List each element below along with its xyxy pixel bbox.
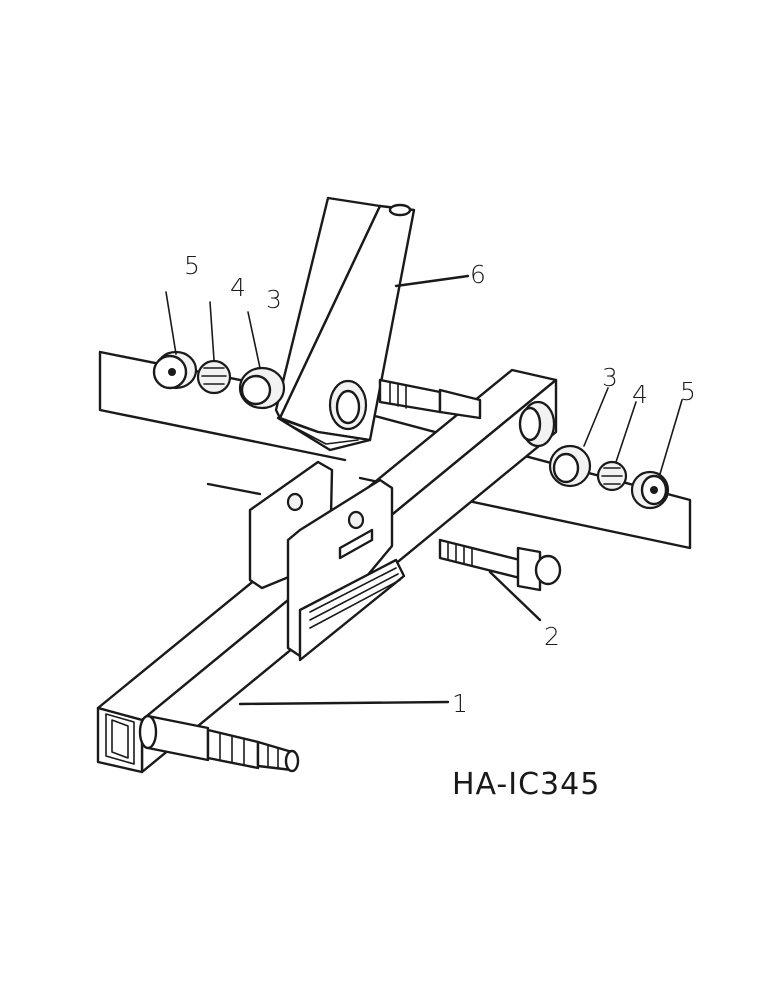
callout-5-right: 5 [680, 377, 696, 406]
callout-5-left: 5 [184, 251, 200, 280]
bolt-spindle-part-2 [438, 538, 562, 622]
upright-tube-part-6 [274, 196, 482, 452]
bracket-plates [206, 460, 406, 662]
leader-line-part-1 [238, 700, 450, 706]
left-bearing-stack [152, 291, 286, 410]
callout-6: 6 [470, 260, 486, 289]
right-bearing-stack [548, 387, 683, 510]
callout-1: 1 [452, 689, 468, 718]
callout-3-right: 3 [602, 363, 618, 392]
callout-4-left: 4 [230, 273, 246, 302]
callout-3-left: 3 [266, 285, 282, 314]
callout-4-right: 4 [632, 380, 648, 409]
callout-2: 2 [544, 622, 560, 651]
figure-code: HA-IC345 [452, 767, 600, 802]
